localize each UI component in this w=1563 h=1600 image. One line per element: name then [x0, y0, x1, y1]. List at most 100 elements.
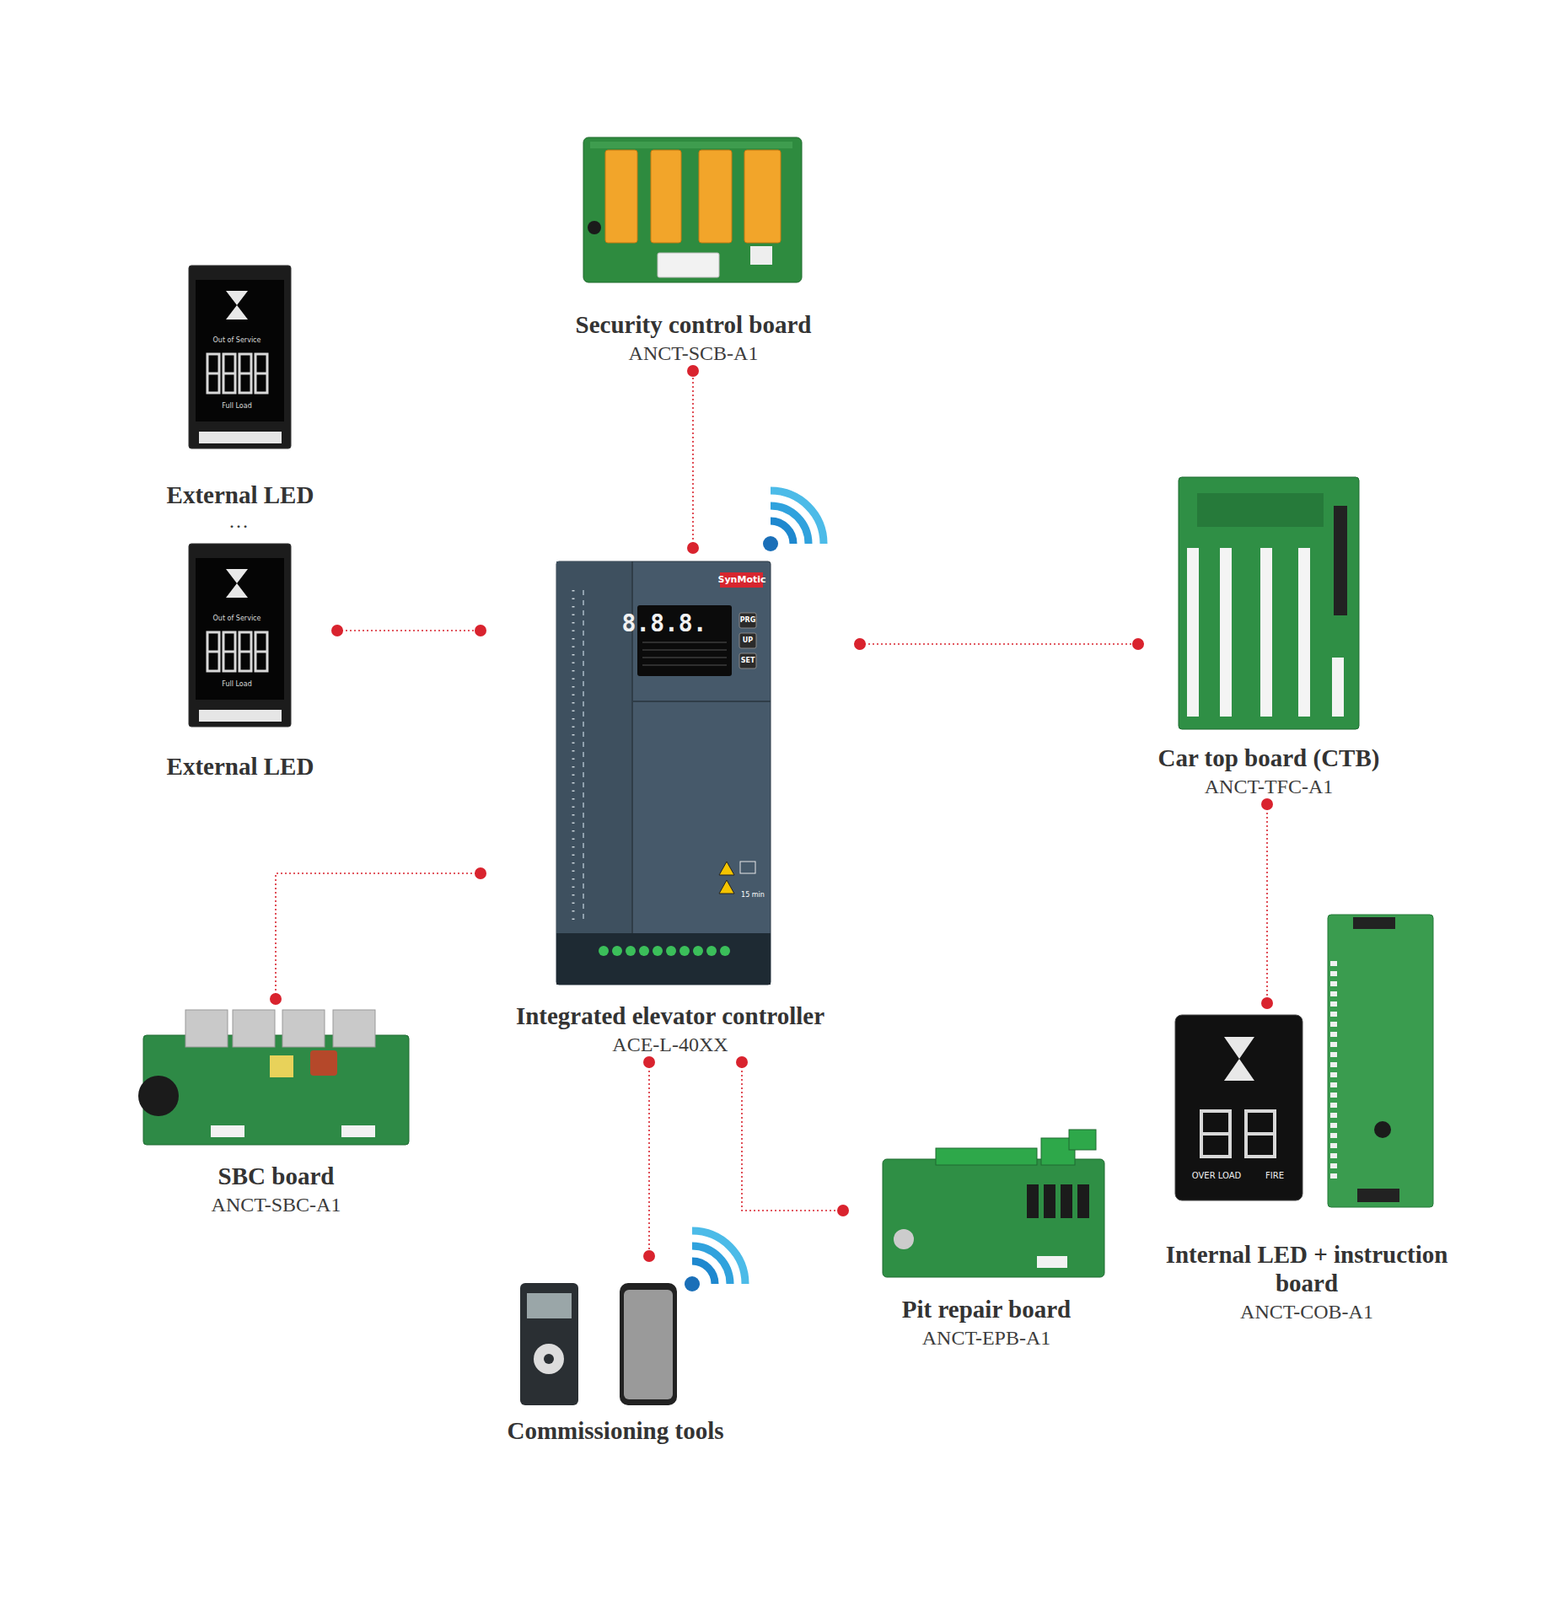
- printed-label: SynMotic: [718, 574, 767, 586]
- connector-column: [1260, 547, 1273, 717]
- heatsink: [185, 1009, 228, 1048]
- panel-seam: [632, 700, 771, 703]
- product-node: Internal LED + instruction boardANCT-COB…: [1163, 1003, 1451, 1330]
- relay: [1026, 1184, 1039, 1219]
- segment-digits: [1201, 1111, 1275, 1157]
- product-node: Security control boardANCT-SCB-A1: [539, 130, 848, 371]
- display-panel: [1175, 1015, 1303, 1201]
- terminal-marks: [582, 590, 585, 924]
- printed-label: Full Load: [221, 402, 252, 411]
- relay: [1043, 1184, 1056, 1219]
- heatsink: [333, 1009, 376, 1048]
- product-name: Security control board: [575, 310, 812, 339]
- dotted-connector: [1266, 804, 1268, 1004]
- key-button: [739, 653, 757, 669]
- model-number: ACE-L-40XX: [612, 1031, 728, 1058]
- heatsink: [282, 1009, 325, 1048]
- connector: [1353, 917, 1396, 930]
- handheld-operator: [520, 1283, 579, 1406]
- terminal-screw: [598, 945, 609, 957]
- instruction-pcb: [1327, 914, 1434, 1208]
- product-node: Commissioning tools: [488, 1256, 742, 1451]
- connector: [657, 252, 720, 278]
- display-panel: [195, 279, 285, 422]
- relay: [1077, 1184, 1090, 1219]
- pit-board-illustration: [882, 1129, 1105, 1278]
- product-node: External LED: [143, 257, 338, 515]
- controller-illustration: [556, 561, 771, 985]
- connector-column: [1298, 547, 1311, 717]
- terminal-screw: [625, 945, 636, 957]
- product-name: Commissioning tools: [506, 1416, 724, 1445]
- phone: [619, 1283, 677, 1406]
- segment-digits: [207, 632, 268, 672]
- connector: [341, 1125, 376, 1138]
- logo-mark: [1224, 1036, 1255, 1081]
- printed-label: Out of Service: [213, 615, 262, 624]
- printed-label: Full Load: [221, 681, 252, 689]
- product-name: Integrated elevator controller: [515, 1001, 825, 1031]
- wifi-arc: [692, 1230, 746, 1284]
- pcb: [1178, 477, 1359, 730]
- printed-label: FIRE: [1265, 1170, 1284, 1181]
- printed-label: …: [228, 510, 249, 532]
- connector: [210, 1125, 245, 1138]
- model-number: ANCT-TFC-A1: [1204, 773, 1333, 800]
- printed-label: Out of Service: [213, 337, 262, 345]
- buzzer: [1374, 1121, 1392, 1139]
- dotted-connector: [648, 1062, 650, 1257]
- transformer: [269, 1055, 294, 1078]
- terminal-block: [1068, 1129, 1096, 1150]
- terminal-screw: [706, 945, 717, 957]
- dotted-connector: [692, 370, 694, 548]
- wifi-dot: [684, 1276, 700, 1292]
- car-top-board-illustration: [1178, 477, 1359, 730]
- external-led-illustration: [188, 265, 291, 449]
- phone-screen: [623, 1289, 673, 1400]
- tools-illustration: [520, 1283, 677, 1406]
- terminal-screw: [639, 945, 650, 957]
- terminal-screw: [666, 945, 677, 957]
- relay: [605, 150, 638, 243]
- terminal-marks: [572, 590, 575, 924]
- model-number: ANCT-SCB-A1: [628, 340, 759, 366]
- wifi-icon: [762, 490, 824, 552]
- product-name: Car top board (CTB): [1158, 743, 1381, 773]
- external-led-illustration: [188, 543, 291, 727]
- dotted-connector: [275, 873, 481, 1000]
- wifi-arc: [692, 1261, 715, 1284]
- printed-label: 8.8.8.: [621, 611, 707, 638]
- printed-label: PRG: [740, 617, 757, 625]
- terminal-column: [1330, 961, 1338, 1181]
- terminal-block: [556, 933, 771, 985]
- wifi-arc: [770, 505, 809, 544]
- dotted-connector: [859, 643, 1139, 645]
- manual-symbol: [740, 861, 756, 874]
- wifi-arc: [692, 1246, 731, 1284]
- internal-led-illustration: [1175, 914, 1434, 1208]
- handheld-key: [543, 1353, 554, 1365]
- pcb-strip: [590, 141, 793, 149]
- connector: [198, 431, 282, 444]
- product-node: SBC boardANCT-SBC-A1: [134, 999, 418, 1223]
- connector: [1357, 1188, 1400, 1203]
- status-grid: [642, 642, 727, 666]
- connector-column: [1333, 505, 1348, 616]
- printed-label: UP: [742, 637, 753, 645]
- terminal-screw: [692, 945, 704, 957]
- dotted-connector: [337, 629, 481, 632]
- product-name: Internal LED + instruction board: [1163, 1240, 1451, 1298]
- relay: [1060, 1184, 1073, 1219]
- product-name: SBC board: [218, 1161, 335, 1191]
- pcb: [188, 265, 291, 449]
- model-number: ANCT-EPB-A1: [922, 1325, 1051, 1351]
- printed-label: OVER LOAD: [1192, 1170, 1241, 1181]
- capacitor: [587, 220, 602, 235]
- capacitor: [893, 1229, 914, 1250]
- relay: [650, 150, 682, 243]
- display-panel: [195, 558, 285, 700]
- handheld-keypad: [533, 1343, 564, 1375]
